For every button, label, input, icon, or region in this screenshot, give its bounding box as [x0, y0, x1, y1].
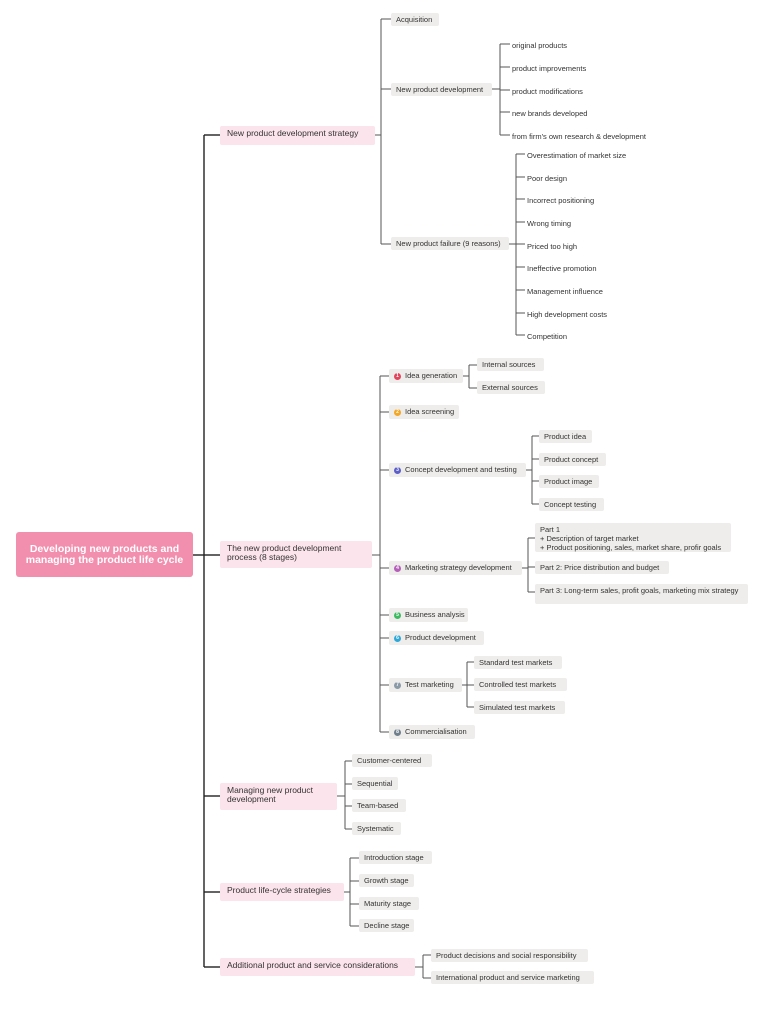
stage-child[interactable]: Standard test markets	[474, 656, 562, 669]
lifecycle-stage[interactable]: Growth stage	[359, 874, 414, 887]
stage-number-icon: 3	[394, 466, 401, 474]
stage-commercialisation[interactable]: 8 Commercialisation	[389, 725, 475, 739]
additional-item[interactable]: Product decisions and social responsibil…	[431, 949, 588, 962]
stage-child[interactable]: Internal sources	[477, 358, 544, 371]
npd-item[interactable]: original products	[512, 41, 568, 50]
stage-child[interactable]: Product concept	[539, 453, 606, 466]
managing-item[interactable]: Team-based	[352, 799, 406, 812]
failure-reason[interactable]: Poor design	[527, 174, 568, 183]
stage-child[interactable]: Product idea	[539, 430, 592, 443]
managing-item[interactable]: Systematic	[352, 822, 401, 835]
stage-child[interactable]: Controlled test markets	[474, 678, 567, 691]
stage-label: Commercialisation	[405, 727, 467, 736]
topic-acquisition[interactable]: Acquisition	[391, 13, 439, 26]
npd-item[interactable]: from firm's own research & development	[512, 132, 646, 141]
npd-item[interactable]: new brands developed	[512, 109, 588, 118]
stage-child[interactable]: External sources	[477, 381, 545, 394]
branch-npd-process[interactable]: The new product development process (8 s…	[220, 541, 372, 568]
stage-label: Idea generation	[405, 371, 458, 380]
stage-idea-generation[interactable]: 1 Idea generation	[389, 369, 463, 383]
stage-label: Marketing strategy development	[405, 563, 512, 572]
stage-child[interactable]: Part 3: Long-term sales, profit goals, m…	[535, 584, 748, 604]
stage-number-icon: 7	[394, 681, 401, 689]
stage-label: Business analysis	[405, 610, 465, 619]
managing-item[interactable]: Customer-centered	[352, 754, 432, 767]
stage-label: Product development	[405, 633, 476, 642]
lifecycle-stage[interactable]: Maturity stage	[359, 897, 419, 910]
branch-additional[interactable]: Additional product and service considera…	[220, 958, 415, 976]
failure-reason[interactable]: Management influence	[527, 287, 603, 296]
npd-item[interactable]: product modifications	[512, 87, 583, 96]
stage-child[interactable]: Part 2: Price distribution and budget	[535, 561, 669, 574]
stage-label: Idea screening	[405, 407, 455, 416]
additional-item[interactable]: International product and service market…	[431, 971, 594, 984]
stage-number-icon: 2	[394, 408, 401, 416]
stage-test-marketing[interactable]: 7 Test marketing	[389, 678, 462, 692]
lifecycle-stage[interactable]: Introduction stage	[359, 851, 432, 864]
npd-item[interactable]: product improvements	[512, 64, 587, 73]
stage-child[interactable]: Concept testing	[539, 498, 604, 511]
topic-new-product-development[interactable]: New product development	[391, 83, 492, 96]
failure-reason[interactable]: Competition	[527, 332, 568, 341]
failure-reason[interactable]: Incorrect positioning	[527, 196, 595, 205]
managing-item[interactable]: Sequential	[352, 777, 398, 790]
stage-label: Concept development and testing	[405, 465, 517, 474]
stage-child[interactable]: Part 1 + Description of target market + …	[535, 523, 731, 552]
stage-child[interactable]: Product image	[539, 475, 599, 488]
failure-reason[interactable]: Overestimation of market size	[527, 151, 627, 160]
stage-number-icon: 4	[394, 564, 401, 572]
stage-number-icon: 1	[394, 372, 401, 380]
lifecycle-stage[interactable]: Decline stage	[359, 919, 414, 932]
branch-managing-npd[interactable]: Managing new product development	[220, 783, 337, 810]
branch-npd-strategy[interactable]: New product development strategy	[220, 126, 375, 145]
failure-reason[interactable]: Wrong timing	[527, 219, 572, 228]
stage-business-analysis[interactable]: 5 Business analysis	[389, 608, 468, 622]
stage-concept-development[interactable]: 3 Concept development and testing	[389, 463, 526, 477]
stage-product-development[interactable]: 6 Product development	[389, 631, 484, 645]
stage-number-icon: 8	[394, 728, 401, 736]
root-topic[interactable]: Developing new products and managing the…	[16, 532, 193, 577]
stage-marketing-strategy[interactable]: 4 Marketing strategy development	[389, 561, 522, 575]
stage-number-icon: 6	[394, 634, 401, 642]
stage-child[interactable]: Simulated test markets	[474, 701, 565, 714]
stage-label: Test marketing	[405, 680, 454, 689]
topic-new-product-failure[interactable]: New product failure (9 reasons)	[391, 237, 509, 250]
failure-reason[interactable]: Priced too high	[527, 242, 578, 251]
branch-life-cycle[interactable]: Product life-cycle strategies	[220, 883, 344, 901]
failure-reason[interactable]: High development costs	[527, 310, 608, 319]
stage-number-icon: 5	[394, 611, 401, 619]
failure-reason[interactable]: Ineffective promotion	[527, 264, 597, 273]
stage-idea-screening[interactable]: 2 Idea screening	[389, 405, 459, 419]
